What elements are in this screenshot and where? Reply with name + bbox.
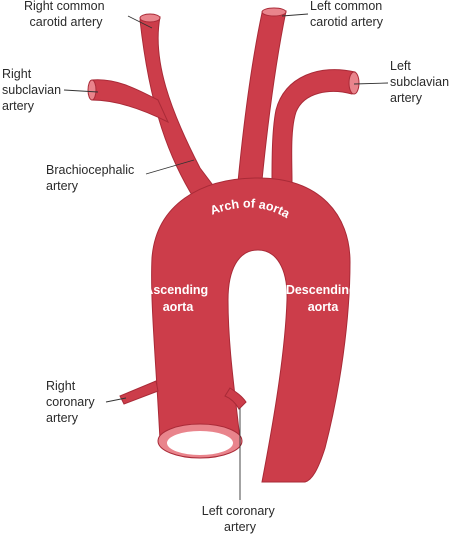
leader-right-subclavian xyxy=(63,89,99,93)
left-coronary-shape xyxy=(224,387,247,410)
left-subclavian-opening xyxy=(348,71,360,95)
right-subclavian-shape xyxy=(91,79,170,124)
right-coronary-shape xyxy=(119,380,159,405)
left-common-carotid-label: Left common carotid artery xyxy=(310,0,386,29)
leader-brachiocephalic xyxy=(145,159,195,175)
right-subclavian-opening xyxy=(87,79,97,101)
ascending-aorta-lumen xyxy=(167,431,233,455)
left-common-carotid-opening xyxy=(261,7,287,17)
vessel-shapes xyxy=(87,7,360,483)
left-subclavian-shape xyxy=(271,69,356,183)
left-coronary-label: Left coronary artery xyxy=(202,504,278,534)
leader-left-common-carotid xyxy=(281,13,309,17)
leader-left-subclavian xyxy=(353,82,389,85)
ascending-aorta-label: Ascending aorta xyxy=(144,283,211,314)
right-coronary-label: Right coronary artery xyxy=(46,379,98,425)
left-subclavian-label: Left subclavian artery xyxy=(390,59,453,105)
leader-right-common-carotid xyxy=(127,15,153,29)
brachiocephalic-label: Brachiocephalic artery xyxy=(46,163,138,193)
descending-aorta-label: Descending aorta xyxy=(286,283,360,314)
right-common-carotid-label: Right common carotid artery xyxy=(24,0,108,29)
leader-lines xyxy=(63,13,389,500)
aorta-body-shape xyxy=(151,177,351,483)
leader-right-coronary xyxy=(105,397,127,403)
right-common-carotid-opening xyxy=(139,13,161,23)
right-subclavian-label: Right subclavian artery xyxy=(2,67,65,113)
